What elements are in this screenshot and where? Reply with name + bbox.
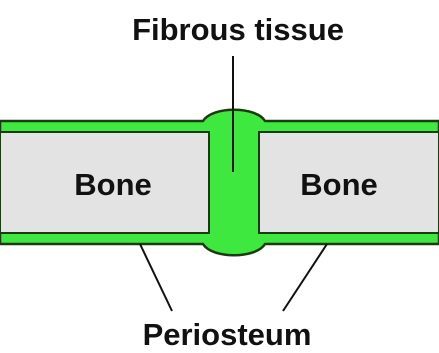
right-bone-label: Bone xyxy=(300,167,378,202)
fibrous-tissue-label: Fibrous tissue xyxy=(132,12,344,47)
periosteum-label: Periosteum xyxy=(143,317,312,352)
periosteum-leader-line-right xyxy=(283,244,327,311)
left-bone-label: Bone xyxy=(74,167,152,202)
periosteum-leader-line-left xyxy=(140,244,172,311)
